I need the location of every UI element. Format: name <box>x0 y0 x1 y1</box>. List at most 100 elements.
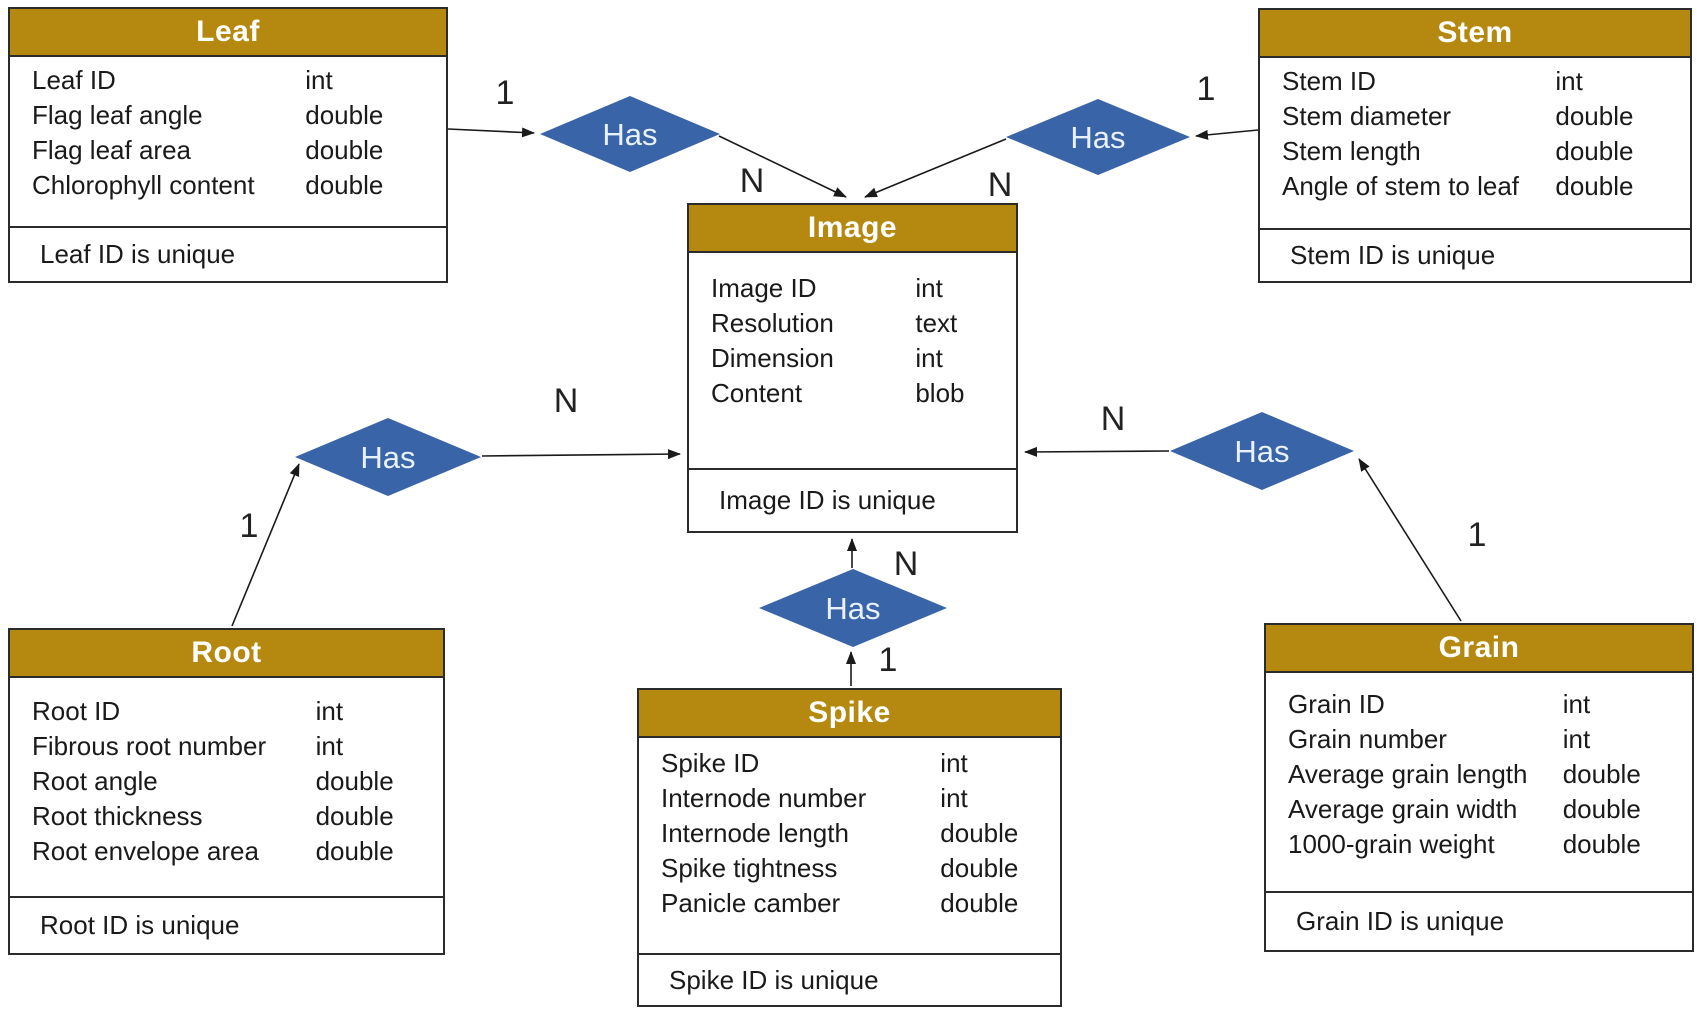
entity-stem-header: Stem <box>1260 10 1690 58</box>
attribute-type: double <box>940 853 1019 883</box>
attribute-name: Image ID <box>711 273 817 303</box>
attribute-name: Root envelope area <box>32 836 259 866</box>
attribute-row: Average grain length double <box>1288 757 1692 792</box>
cardinality-one-label: 1 <box>1468 516 1487 554</box>
attribute-name: Flag leaf area <box>32 135 191 165</box>
attribute-name: Root angle <box>32 766 158 796</box>
attribute-type: double <box>1562 829 1641 859</box>
cardinality-one-label: 1 <box>240 507 259 545</box>
entity-grain-note: Grain ID is unique <box>1266 891 1692 950</box>
relationship-label: Has <box>825 591 880 626</box>
attribute-type: text <box>915 308 958 338</box>
cardinality-one-label: 1 <box>879 641 898 679</box>
attribute-type: int <box>315 731 344 761</box>
attribute-name: 1000-grain weight <box>1288 829 1495 859</box>
relationship-label: Has <box>602 117 657 152</box>
attribute-type: double <box>940 818 1019 848</box>
attribute-row: Spike ID int <box>661 746 1060 781</box>
cardinality-many-label: N <box>740 162 765 200</box>
relationship-label: Has <box>1234 434 1289 469</box>
entity-title: Leaf <box>196 15 260 48</box>
attribute-row: Resolution text <box>711 306 1016 341</box>
attribute-row: Chlorophyll content double <box>32 168 446 203</box>
entity-title: Spike <box>808 696 891 729</box>
attribute-row: Grain ID int <box>1288 687 1692 722</box>
attribute-name: Panicle camber <box>661 888 841 918</box>
attribute-name: Angle of stem to leaf <box>1282 171 1520 201</box>
attribute-type: double <box>940 888 1019 918</box>
attribute-name: Resolution <box>711 308 834 338</box>
connector-leaf-to-has <box>447 127 535 138</box>
attribute-name: Internode length <box>661 818 849 848</box>
attribute-row: Internode length double <box>661 816 1060 851</box>
connector-root-to-has <box>231 463 300 627</box>
entity-title: Root <box>191 636 262 669</box>
attribute-name: Content <box>711 378 803 408</box>
attribute-type: int <box>940 748 968 778</box>
attribute-type: double <box>1555 101 1634 131</box>
relationship-diamond-grain-image <box>1170 412 1354 490</box>
relationship-label: Has <box>360 440 415 475</box>
connector-has-to-image-from-root <box>481 449 681 460</box>
entity-spike-note: Spike ID is unique <box>639 953 1060 1005</box>
unique-note: Stem ID is unique <box>1290 240 1496 270</box>
connector-has-to-image-from-grain <box>1024 446 1170 457</box>
attribute-type: int <box>940 783 968 813</box>
entity-title: Grain <box>1438 631 1520 664</box>
entity-title: Image <box>807 211 898 244</box>
attribute-name: Root thickness <box>32 801 203 831</box>
attribute-row: 1000-grain weight double <box>1288 827 1692 862</box>
attribute-type: int <box>1555 66 1583 96</box>
attribute-name: Root ID <box>32 696 121 726</box>
attribute-row: Root thickness double <box>32 799 443 834</box>
attribute-type: double <box>305 170 384 200</box>
attribute-name: Flag leaf angle <box>32 100 203 130</box>
attribute-type: double <box>1555 171 1634 201</box>
attribute-type: double <box>315 801 394 831</box>
cardinality-one-label: 1 <box>1197 70 1216 108</box>
attribute-name: Leaf ID <box>32 65 116 95</box>
entity-image-header: Image <box>689 205 1016 253</box>
relationship-diamond-leaf-image <box>540 96 720 172</box>
attribute-type: int <box>315 696 344 726</box>
attribute-type: int <box>1562 689 1591 719</box>
attribute-row: Root ID int <box>32 694 443 729</box>
attribute-type: int <box>1562 724 1591 754</box>
unique-note: Grain ID is unique <box>1296 906 1505 936</box>
cardinality-one-label: 1 <box>496 74 515 112</box>
relationship-diamond-root-image <box>295 418 481 496</box>
unique-note: Root ID is unique <box>40 910 240 940</box>
attribute-name: Spike ID <box>661 748 760 778</box>
attribute-type: double <box>1555 136 1634 166</box>
entity-leaf-header: Leaf <box>10 9 446 57</box>
relationship-diamond-spike-image <box>759 569 947 647</box>
attribute-type: double <box>315 766 394 796</box>
attribute-type: double <box>1562 759 1641 789</box>
attribute-name: Chlorophyll content <box>32 170 255 200</box>
attribute-name: Average grain length <box>1288 759 1528 789</box>
attribute-row: Root angle double <box>32 764 443 799</box>
entity-root-note: Root ID is unique <box>10 896 443 953</box>
attribute-name: Grain ID <box>1288 689 1385 719</box>
entity-grain-attributes: Grain ID int Grain number int Average grai… <box>1266 673 1692 891</box>
entity-leaf-note: Leaf ID is unique <box>10 226 446 281</box>
connector-grain-to-has <box>1358 458 1462 622</box>
attribute-name: Grain number <box>1288 724 1447 754</box>
